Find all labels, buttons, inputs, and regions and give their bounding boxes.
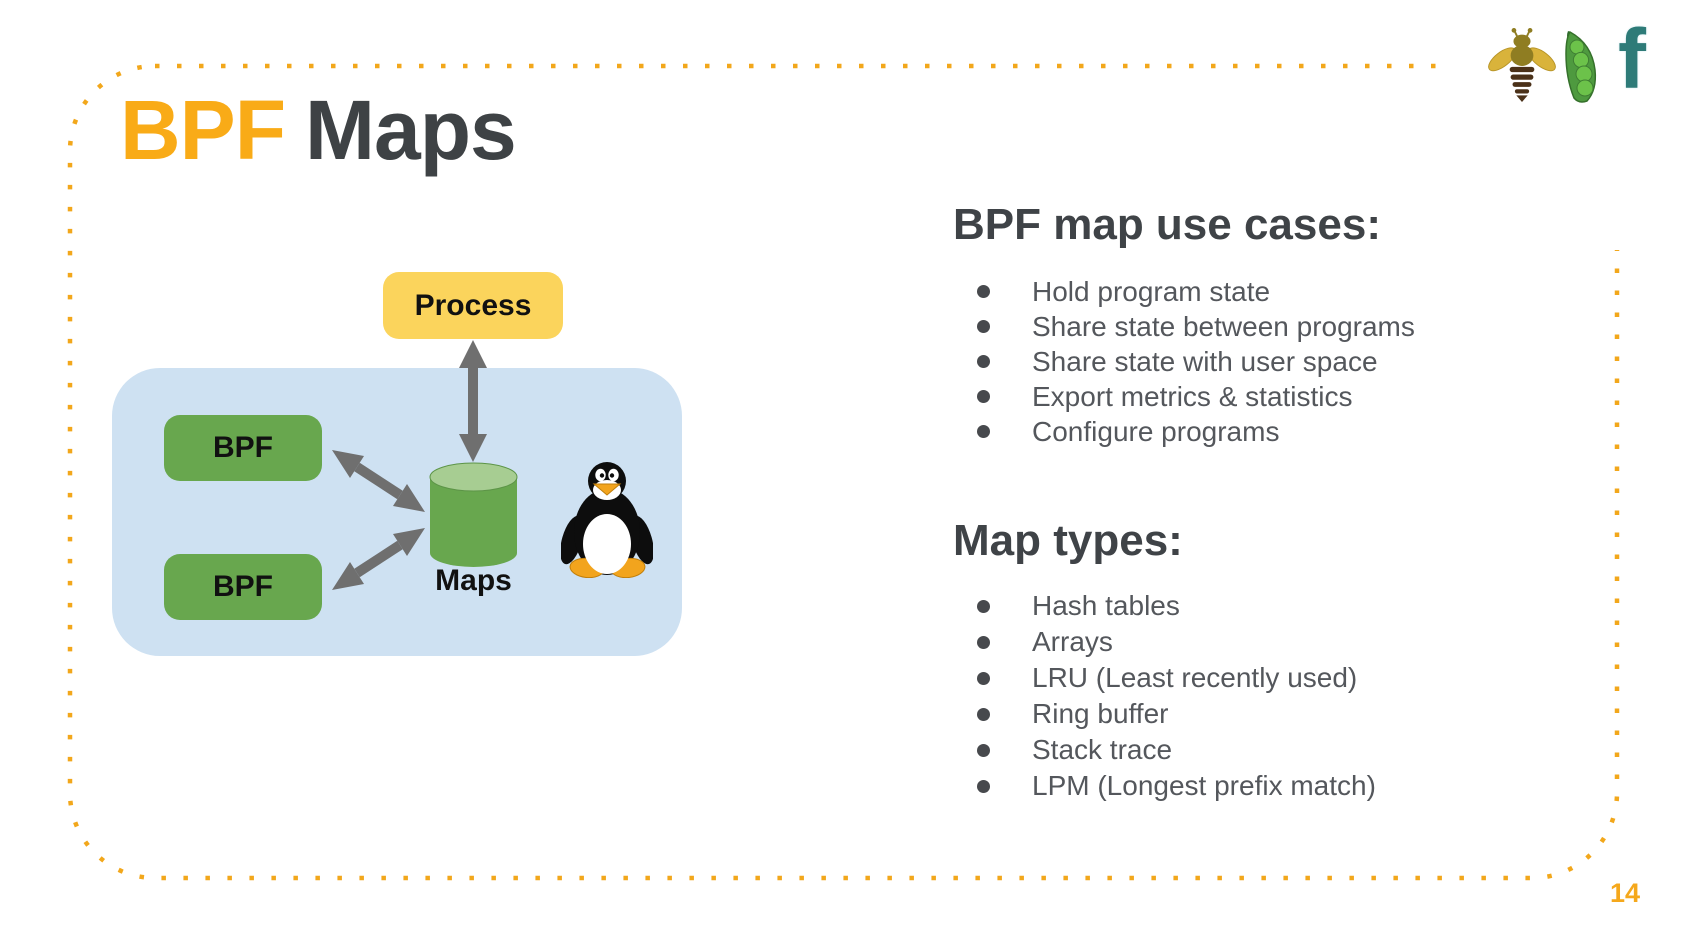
border-gap-patch	[1444, 40, 1644, 250]
ebpf-bee-icon	[1488, 28, 1556, 102]
maps-label: Maps	[435, 564, 512, 597]
list-item: Stack trace	[953, 732, 1376, 768]
dotted-border	[67, 63, 1620, 881]
list-item: Share state with user space	[953, 344, 1415, 379]
process-label: Process	[414, 288, 532, 322]
page-number: 14	[1610, 878, 1641, 908]
title-highlight: BPF	[120, 83, 286, 177]
maps-cylinder	[429, 462, 518, 567]
list-item: Ring buffer	[953, 696, 1376, 732]
title-rest: Maps	[305, 83, 517, 177]
f-letter-logo: f	[1618, 12, 1646, 106]
use-cases-heading: BPF map use cases:	[953, 200, 1381, 249]
list-item: Share state between programs	[953, 309, 1415, 344]
list-item: LRU (Least recently used)	[953, 660, 1376, 696]
bpf-node-bottom: BPF	[164, 554, 322, 620]
map-types-list: Hash tables Arrays LRU (Least recently u…	[953, 588, 1376, 804]
list-item: Hash tables	[953, 588, 1376, 624]
map-types-heading: Map types:	[953, 516, 1183, 565]
list-item: Arrays	[953, 624, 1376, 660]
list-item: Configure programs	[953, 414, 1415, 449]
use-cases-list: Hold program state Share state between p…	[953, 274, 1415, 449]
linux-tux-icon	[561, 462, 653, 578]
list-item: Hold program state	[953, 274, 1415, 309]
list-item: LPM (Longest prefix match)	[953, 768, 1376, 804]
bpf-node-top: BPF	[164, 415, 322, 481]
bpf-bottom-label: BPF	[213, 570, 273, 603]
bpf-top-label: BPF	[213, 431, 273, 464]
list-item: Export metrics & statistics	[953, 379, 1415, 414]
pea-pod-icon	[1565, 31, 1597, 103]
process-node: Process	[383, 272, 563, 339]
